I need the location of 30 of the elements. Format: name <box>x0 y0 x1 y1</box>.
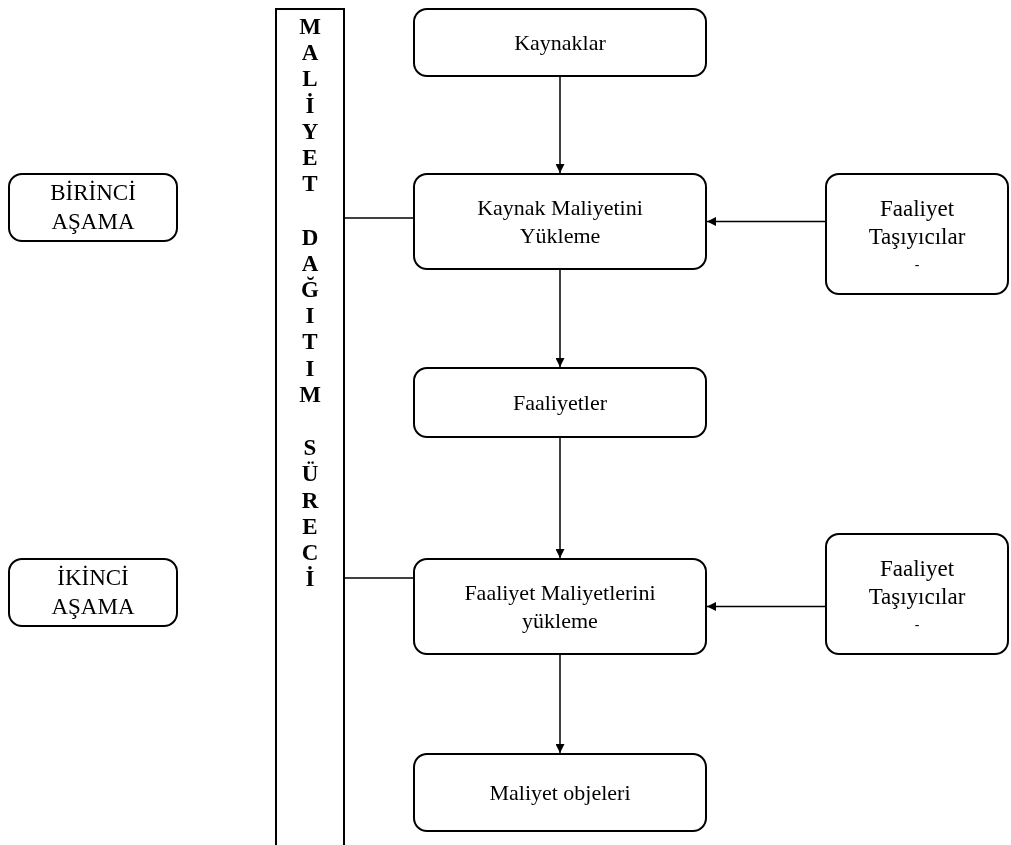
process-box <box>413 8 707 77</box>
arrow <box>706 217 826 226</box>
driver-box <box>825 533 1009 655</box>
node-label: Faaliyet Taşıyıcılar <box>867 194 967 252</box>
arrow <box>555 437 565 559</box>
arrow <box>555 654 565 754</box>
process-box <box>413 173 707 270</box>
node-label: Kaynak Maliyetini Yükleme <box>476 194 644 249</box>
dash-mark: - <box>914 616 920 634</box>
dash-mark: - <box>914 256 920 274</box>
driver-box <box>825 173 1009 295</box>
process-box <box>413 367 707 438</box>
node-label: Kaynaklar <box>514 28 606 57</box>
node-label: İKİNCİ AŞAMA <box>50 563 136 621</box>
stage-box <box>8 173 178 242</box>
node-label: BİRİNCİ AŞAMA <box>49 178 137 236</box>
process-column <box>275 8 345 845</box>
connector-line <box>344 577 414 579</box>
process-box <box>413 558 707 655</box>
vertical-title: MALİYET DAĞITIM SÜRECİ <box>298 14 322 593</box>
connector-line <box>344 217 414 219</box>
arrow <box>706 602 826 611</box>
node-label: Maliyet objeleri <box>489 778 631 807</box>
process-box <box>413 753 707 832</box>
arrow <box>555 76 565 174</box>
stage-box <box>8 558 178 627</box>
node-label: Faaliyet Taşıyıcılar <box>867 554 967 612</box>
arrow <box>555 269 565 368</box>
node-label: Faaliyet Maliyetlerini yükleme <box>463 579 657 634</box>
node-label: Faaliyetler <box>512 388 608 417</box>
